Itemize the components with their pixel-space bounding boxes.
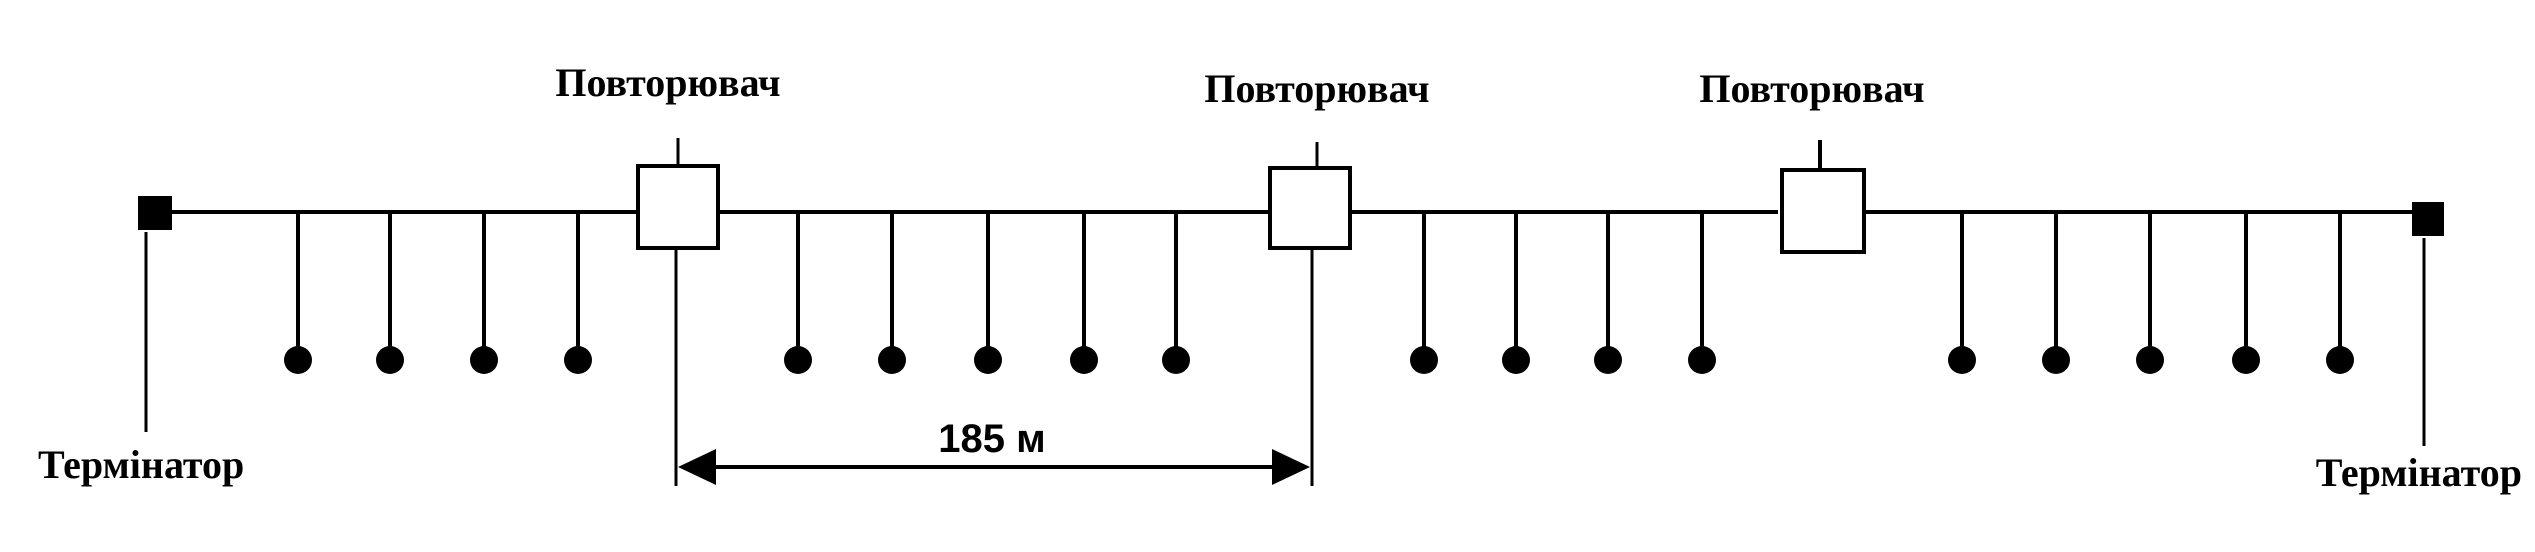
- segment-4-station-3: [2136, 346, 2164, 374]
- repeater-1: [636, 138, 720, 250]
- segment-4-station-5: [2326, 346, 2354, 374]
- segment-4-station-4: [2232, 346, 2260, 374]
- workstations: [284, 212, 2354, 374]
- segment-4-station-2: [2042, 346, 2070, 374]
- segment-3-station-1: [1410, 346, 1438, 374]
- terminator-left: [138, 196, 172, 432]
- segment-2-station-1: [784, 346, 812, 374]
- segment-3-station-4: [1688, 346, 1716, 374]
- repeater-3: [1780, 140, 1866, 254]
- segment-2-station-5: [1162, 346, 1190, 374]
- segment-1-station-3: [470, 346, 498, 374]
- dimension-arrow-right: [1272, 449, 1310, 485]
- dimension-arrow-left: [678, 449, 716, 485]
- segment-4-station-1: [1948, 346, 1976, 374]
- segment-1-station-4: [564, 346, 592, 374]
- segment-1-station-1: [284, 346, 312, 374]
- segment-3-station-3: [1594, 346, 1622, 374]
- terminator-left-block: [138, 196, 172, 230]
- distance-label: 185 м: [938, 417, 1045, 461]
- repeater-2-box: [1268, 166, 1352, 250]
- segment-1-station-2: [376, 346, 404, 374]
- terminator-right-block: [2412, 202, 2444, 236]
- segment-2-station-2: [878, 346, 906, 374]
- terminator-left-label: Термінатор: [38, 442, 244, 487]
- segment-2-station-4: [1070, 346, 1098, 374]
- distance-dimension: 185 м: [674, 248, 1314, 486]
- terminator-right: [2412, 202, 2444, 446]
- repeater-3-label: Повторювач: [1699, 66, 1924, 111]
- segment-3-station-2: [1502, 346, 1530, 374]
- terminator-right-label: Термінатор: [2316, 450, 2522, 495]
- repeater-1-label: Повторювач: [555, 60, 780, 105]
- repeater-3-box: [1780, 168, 1866, 254]
- repeater-2: [1268, 142, 1352, 250]
- repeater-1-box: [636, 164, 720, 250]
- segment-2-station-3: [974, 346, 1002, 374]
- repeater-2-label: Повторювач: [1204, 66, 1429, 111]
